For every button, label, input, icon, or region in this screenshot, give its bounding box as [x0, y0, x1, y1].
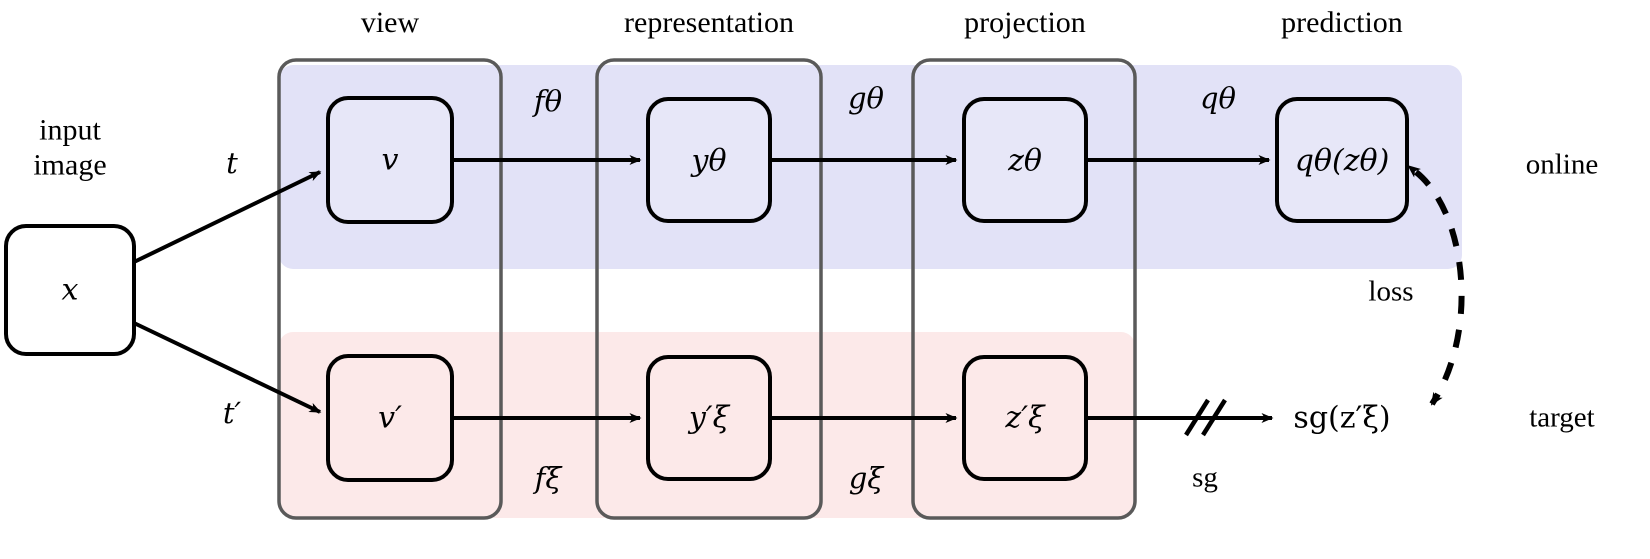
edge-label-t: t: [226, 146, 238, 180]
node-label-y-xi-prime: y′ξ: [688, 400, 730, 436]
loss-label: loss: [1368, 275, 1414, 308]
node-label-z-xi-prime: z′ξ: [1005, 400, 1045, 436]
node-label-v-prime: v′: [378, 400, 402, 436]
node-label-z-theta: zθ: [1008, 143, 1042, 179]
column-header-representation: representation: [624, 6, 794, 39]
edge-label-t-prime: t′: [222, 396, 242, 430]
input-image-caption: input image: [33, 113, 106, 184]
node-label-y-theta: yθ: [691, 143, 727, 179]
input-image-line2: image: [33, 149, 107, 182]
column-header-projection: projection: [964, 6, 1086, 39]
projection-column: [911, 58, 1137, 520]
stop-gradient-icon: [1184, 398, 1227, 437]
edge-label-f-theta: fθ: [533, 84, 563, 118]
edge-label-q-theta: qθ: [1199, 81, 1237, 115]
edge-label-g-xi: gξ: [848, 461, 884, 495]
node-label-v: v: [381, 142, 399, 178]
arrow-x-to-v: [133, 170, 322, 264]
node-label-x: x: [61, 272, 79, 308]
terminal-label-sg-z-xi-prime: sg(z′ξ): [1293, 400, 1391, 436]
representation-column: [595, 58, 823, 520]
node-label-q-theta-z-theta: qθ(zθ): [1294, 143, 1390, 179]
edge-label-f-xi: fξ: [534, 461, 562, 495]
online-band: [279, 65, 1462, 269]
arrow-x-to-v-prime: [133, 321, 322, 414]
edge-label-g-theta: gθ: [847, 81, 885, 115]
node-box-q-theta-z-theta: [1275, 97, 1409, 223]
column-header-prediction: prediction: [1281, 6, 1403, 39]
node-box-x: [4, 224, 136, 356]
column-header-view: view: [360, 6, 420, 39]
branch-label-online: online: [1525, 148, 1599, 181]
input-image-line1: input: [39, 113, 101, 147]
loss-connector: [1407, 165, 1465, 406]
edge-label-sg: sg: [1192, 461, 1218, 494]
view-column: [277, 58, 503, 520]
branch-label-target: target: [1529, 401, 1595, 434]
